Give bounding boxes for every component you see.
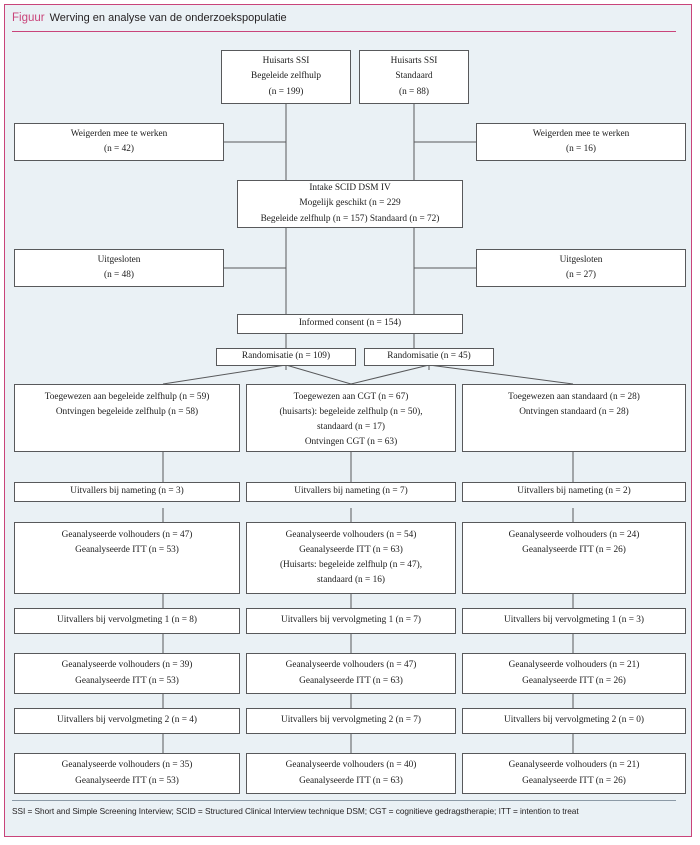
node-line: Huisarts SSI — [390, 56, 438, 67]
node-line: (Huisarts: begeleide zelfhulp (n = 47), — [279, 560, 423, 571]
node-line: Geanalyseerde volhouders (n = 21) — [508, 760, 640, 771]
node-line: Uitvallers bij nameting (n = 3) — [70, 486, 184, 497]
node-line: Randomisatie (n = 109) — [241, 351, 331, 362]
node-uitgesloten-links: Uitgesloten (n = 48) — [14, 249, 224, 287]
node-uitvallers-vervolg1-1: Uitvallers bij vervolgmeting 1 (n = 8) — [14, 608, 240, 634]
node-line: (n = 16) — [565, 144, 597, 154]
caption-text: Werving en analyse van de onderzoekspopu… — [49, 12, 287, 24]
node-line: Uitvallers bij vervolgmeting 2 (n = 0) — [503, 715, 645, 726]
figure-caption: Figuur Werving en analyse van de onderzoe… — [12, 12, 676, 34]
node-toegewezen-begeleide-zelfhulp: Toegewezen aan begeleide zelfhulp (n = 5… — [14, 384, 240, 452]
node-line: Geanalyseerde ITT (n = 26) — [522, 775, 626, 786]
caption-label: Figuur — [12, 12, 45, 24]
node-weigerden-rechts: Weigerden mee te werken (n = 16) — [476, 123, 686, 161]
node-geanalyseerde-vervolg2-3: Geanalyseerde volhouders (n = 21) Geanal… — [462, 753, 686, 794]
node-line: (n = 48) — [103, 270, 135, 280]
node-line: Begeleide zelfhulp (n = 157) Standaard (… — [260, 213, 440, 224]
node-uitgesloten-rechts: Uitgesloten (n = 27) — [476, 249, 686, 287]
node-intake-scid: Intake SCID DSM IV Mogelijk geschikt (n … — [237, 180, 463, 228]
node-line: Randomisatie (n = 45) — [387, 351, 471, 362]
node-line: Geanalyseerde volhouders (n = 39) — [61, 660, 193, 671]
node-uitvallers-vervolg1-2: Uitvallers bij vervolgmeting 1 (n = 7) — [246, 608, 456, 634]
node-uitvallers-vervolg2-2: Uitvallers bij vervolgmeting 2 (n = 7) — [246, 708, 456, 734]
node-line: Toegewezen aan begeleide zelfhulp (n = 5… — [44, 392, 210, 402]
node-geanalyseerde-vervolg1-2: Geanalyseerde volhouders (n = 47) Geanal… — [246, 653, 456, 694]
node-toegewezen-standaard: Toegewezen aan standaard (n = 28) Ontvin… — [462, 384, 686, 452]
node-toegewezen-cgt: Toegewezen aan CGT (n = 67) (huisarts): … — [246, 384, 456, 452]
node-huisarts-ssi-begeleide-zelfhulp: Huisarts SSI Begeleide zelfhulp (n = 199… — [221, 50, 351, 104]
node-line: Uitvallers bij vervolgmeting 1 (n = 8) — [56, 615, 198, 626]
node-line: Intake SCID DSM IV — [309, 183, 391, 194]
node-line: Begeleide zelfhulp — [251, 71, 321, 82]
node-line: Geanalyseerde ITT (n = 26) — [522, 545, 626, 556]
node-line: Huisarts SSI — [262, 56, 310, 67]
node-line: Geanalyseerde ITT (n = 53) — [75, 675, 179, 686]
node-informed-consent: Informed consent (n = 154) — [237, 314, 463, 334]
node-line: Standaard — [395, 71, 433, 82]
node-line: Geanalyseerde ITT (n = 53) — [75, 775, 179, 786]
figure-footnote: SSI = Short and Simple Screening Intervi… — [12, 806, 579, 816]
node-line: (n = 27) — [565, 270, 597, 280]
node-line: Ontvingen CGT (n = 63) — [304, 437, 398, 448]
node-uitvallers-vervolg1-3: Uitvallers bij vervolgmeting 1 (n = 3) — [462, 608, 686, 634]
node-line: standaard (n = 16) — [317, 575, 385, 586]
node-line: Geanalyseerde ITT (n = 63) — [299, 775, 403, 786]
node-line: (huisarts): begeleide zelfhulp (n = 50), — [279, 407, 423, 418]
node-geanalyseerde-1: Geanalyseerde volhouders (n = 47) Geanal… — [14, 522, 240, 594]
node-line: Geanalyseerde volhouders (n = 40) — [285, 760, 417, 771]
node-line: Ontvingen standaard (n = 28) — [519, 407, 629, 418]
node-uitvallers-nameting-2: Uitvallers bij nameting (n = 7) — [246, 482, 456, 502]
node-line: Uitvallers bij nameting (n = 7) — [294, 486, 408, 497]
footnote-divider — [12, 800, 676, 802]
node-geanalyseerde-vervolg1-3: Geanalyseerde volhouders (n = 21) Geanal… — [462, 653, 686, 694]
node-huisarts-ssi-standaard: Huisarts SSI Standaard (n = 88) — [359, 50, 469, 104]
node-line: Ontvingen begeleide zelfhulp (n = 58) — [55, 407, 199, 418]
caption-divider — [12, 31, 676, 32]
node-uitvallers-vervolg2-3: Uitvallers bij vervolgmeting 2 (n = 0) — [462, 708, 686, 734]
node-geanalyseerde-vervolg2-1: Geanalyseerde volhouders (n = 35) Geanal… — [14, 753, 240, 794]
node-line: Geanalyseerde ITT (n = 53) — [75, 545, 179, 556]
node-line: Uitgesloten — [559, 254, 603, 265]
node-line: Uitvallers bij vervolgmeting 2 (n = 4) — [56, 715, 198, 726]
node-uitvallers-nameting-1: Uitvallers bij nameting (n = 3) — [14, 482, 240, 502]
node-line: (n = 199) — [268, 86, 304, 97]
node-geanalyseerde-3: Geanalyseerde volhouders (n = 24) Geanal… — [462, 522, 686, 594]
node-line: Toegewezen aan CGT (n = 67) — [293, 392, 409, 402]
node-line: Geanalyseerde volhouders (n = 47) — [61, 530, 193, 540]
node-geanalyseerde-vervolg1-1: Geanalyseerde volhouders (n = 39) Geanal… — [14, 653, 240, 694]
node-line: Geanalyseerde volhouders (n = 21) — [508, 660, 640, 671]
node-line: standaard (n = 17) — [317, 422, 385, 433]
node-line: Uitvallers bij nameting (n = 2) — [517, 486, 631, 497]
node-line: Uitvallers bij vervolgmeting 1 (n = 3) — [503, 615, 645, 626]
node-line: (n = 42) — [103, 144, 135, 154]
node-line: Geanalyseerde volhouders (n = 47) — [285, 660, 417, 671]
node-line: Weigerden mee te werken — [70, 128, 168, 139]
node-line: (n = 88) — [398, 86, 430, 97]
node-line: Informed consent (n = 154) — [298, 318, 402, 329]
node-weigerden-links: Weigerden mee te werken (n = 42) — [14, 123, 224, 161]
node-line: Toegewezen aan standaard (n = 28) — [508, 392, 640, 402]
node-line: Geanalyseerde volhouders (n = 54) — [285, 530, 417, 540]
node-randomisatie-109: Randomisatie (n = 109) — [216, 348, 356, 366]
node-randomisatie-45: Randomisatie (n = 45) — [364, 348, 494, 366]
node-line: Mogelijk geschikt (n = 229 — [299, 198, 401, 209]
node-geanalyseerde-2: Geanalyseerde volhouders (n = 54) Geanal… — [246, 522, 456, 594]
node-line: Geanalyseerde ITT (n = 26) — [522, 675, 626, 686]
node-uitvallers-nameting-3: Uitvallers bij nameting (n = 2) — [462, 482, 686, 502]
node-line: Geanalyseerde volhouders (n = 24) — [508, 530, 640, 540]
node-line: Geanalyseerde ITT (n = 63) — [299, 675, 403, 686]
node-line: Weigerden mee te werken — [532, 128, 630, 139]
node-geanalyseerde-vervolg2-2: Geanalyseerde volhouders (n = 40) Geanal… — [246, 753, 456, 794]
node-uitvallers-vervolg2-1: Uitvallers bij vervolgmeting 2 (n = 4) — [14, 708, 240, 734]
node-line: Uitvallers bij vervolgmeting 1 (n = 7) — [280, 615, 422, 626]
node-line: Uitvallers bij vervolgmeting 2 (n = 7) — [280, 715, 422, 726]
node-line: Geanalyseerde volhouders (n = 35) — [61, 760, 193, 771]
node-line: Geanalyseerde ITT (n = 63) — [299, 545, 403, 556]
node-line: Uitgesloten — [97, 254, 141, 265]
